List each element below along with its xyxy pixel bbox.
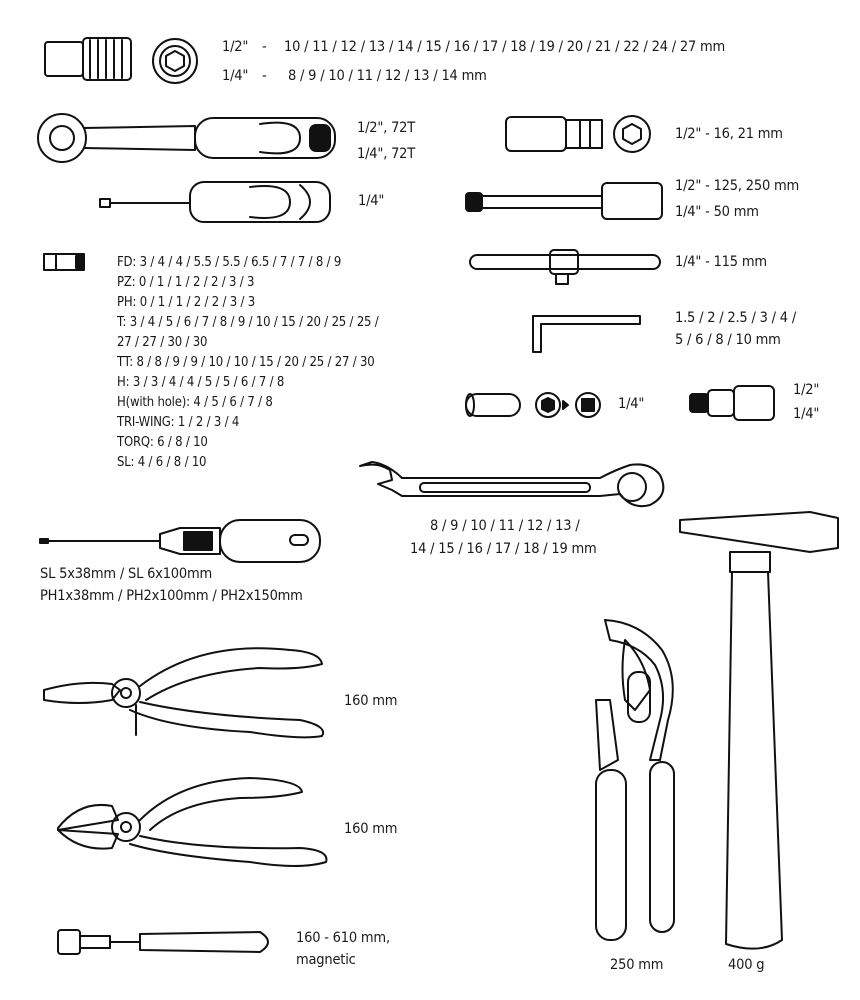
hex-keys-label: 5 / 6 / 8 / 10 mm bbox=[675, 332, 781, 348]
socket-dash: - bbox=[262, 39, 267, 55]
combination-pliers-icon bbox=[43, 647, 324, 739]
t-handle-label: 1/4" - 115 mm bbox=[675, 254, 767, 270]
screwdriver-icon bbox=[39, 519, 321, 563]
water-pump-pliers-icon bbox=[595, 619, 675, 941]
ratchet-icon bbox=[37, 113, 336, 163]
bits-line: 27 / 27 / 30 / 30 bbox=[117, 335, 208, 350]
socket-icon bbox=[44, 37, 132, 81]
spark-socket-label: 1/2" - 16, 21 mm bbox=[675, 126, 783, 142]
socket-size-quarter: 1/4" bbox=[222, 68, 249, 84]
ratchet-label: 1/4", 72T bbox=[357, 146, 416, 162]
socket-dash: - bbox=[262, 68, 267, 84]
bits-line: PH: 0 / 1 / 1 / 2 / 2 / 3 / 3 bbox=[117, 295, 255, 310]
cutting-pliers-label: 160 mm bbox=[344, 821, 398, 837]
bit-icon bbox=[43, 253, 85, 271]
bits-line: FD: 3 / 4 / 4 / 5.5 / 5.5 / 6.5 / 7 / 7 … bbox=[117, 255, 342, 270]
screwdriver-label: SL 5x38mm / SL 6x100mm bbox=[40, 566, 213, 582]
bits-line: SL: 4 / 6 / 8 / 10 bbox=[117, 455, 207, 470]
universal-joint-label: 1/2" bbox=[793, 382, 820, 398]
socket-sizes-quarter: 8 / 9 / 10 / 11 / 12 / 13 / 14 mm bbox=[288, 68, 487, 84]
socket-size-half: 1/2" bbox=[222, 39, 249, 55]
combination-wrench-icon bbox=[359, 461, 665, 508]
bits-line: PZ: 0 / 1 / 1 / 2 / 2 / 3 / 3 bbox=[117, 275, 255, 290]
socket-sizes-half: 10 / 11 / 12 / 13 / 14 / 15 / 16 / 17 / … bbox=[284, 39, 726, 55]
hammer-label: 400 g bbox=[728, 957, 765, 973]
universal-joint-icon bbox=[689, 385, 775, 421]
pickup-tool-label: 160 - 610 mm, bbox=[296, 930, 390, 946]
extension-label: 1/4" - 50 mm bbox=[675, 204, 759, 220]
bit-handle-icon bbox=[99, 181, 331, 223]
hex-keys-label: 1.5 / 2 / 2.5 / 3 / 4 / bbox=[675, 310, 797, 326]
bits-line: H: 3 / 3 / 4 / 4 / 5 / 5 / 6 / 7 / 8 bbox=[117, 375, 285, 390]
magnetic-pickup-tool-icon bbox=[57, 929, 269, 955]
hammer-icon bbox=[679, 511, 839, 950]
bits-line: TORQ: 6 / 8 / 10 bbox=[117, 435, 208, 450]
extension-bar-icon bbox=[465, 182, 663, 220]
spark-plug-socket-icon bbox=[505, 115, 651, 153]
extension-label: 1/2" - 125, 250 mm bbox=[675, 178, 800, 194]
pickup-tool-label: magnetic bbox=[296, 952, 356, 968]
bits-line: T: 3 / 4 / 5 / 6 / 7 / 8 / 9 / 10 / 15 /… bbox=[117, 315, 379, 330]
screwdriver-label: PH1x38mm / PH2x100mm / PH2x150mm bbox=[40, 588, 303, 604]
wrench-label: 14 / 15 / 16 / 17 / 18 / 19 mm bbox=[410, 541, 597, 557]
universal-joint-label: 1/4" bbox=[793, 406, 820, 422]
bits-line: TT: 8 / 8 / 9 / 9 / 10 / 10 / 15 / 20 / … bbox=[117, 355, 375, 370]
bits-line: TRI-WING: 1 / 2 / 3 / 4 bbox=[117, 415, 240, 430]
wrench-label: 8 / 9 / 10 / 11 / 12 / 13 / bbox=[430, 518, 580, 534]
bits-line: H(with hole): 4 / 5 / 6 / 7 / 8 bbox=[117, 395, 273, 410]
t-handle-icon bbox=[469, 249, 661, 285]
bit-adapter-icon bbox=[465, 392, 601, 418]
socket-end-icon bbox=[152, 38, 198, 84]
hex-key-icon bbox=[532, 315, 641, 353]
combination-pliers-label: 160 mm bbox=[344, 693, 398, 709]
adapter-label: 1/4" bbox=[618, 396, 645, 412]
ratchet-label: 1/2", 72T bbox=[357, 120, 416, 136]
bit-handle-label: 1/4" bbox=[358, 193, 385, 209]
diagonal-cutting-pliers-icon bbox=[57, 777, 328, 867]
water-pump-pliers-label: 250 mm bbox=[610, 957, 664, 973]
